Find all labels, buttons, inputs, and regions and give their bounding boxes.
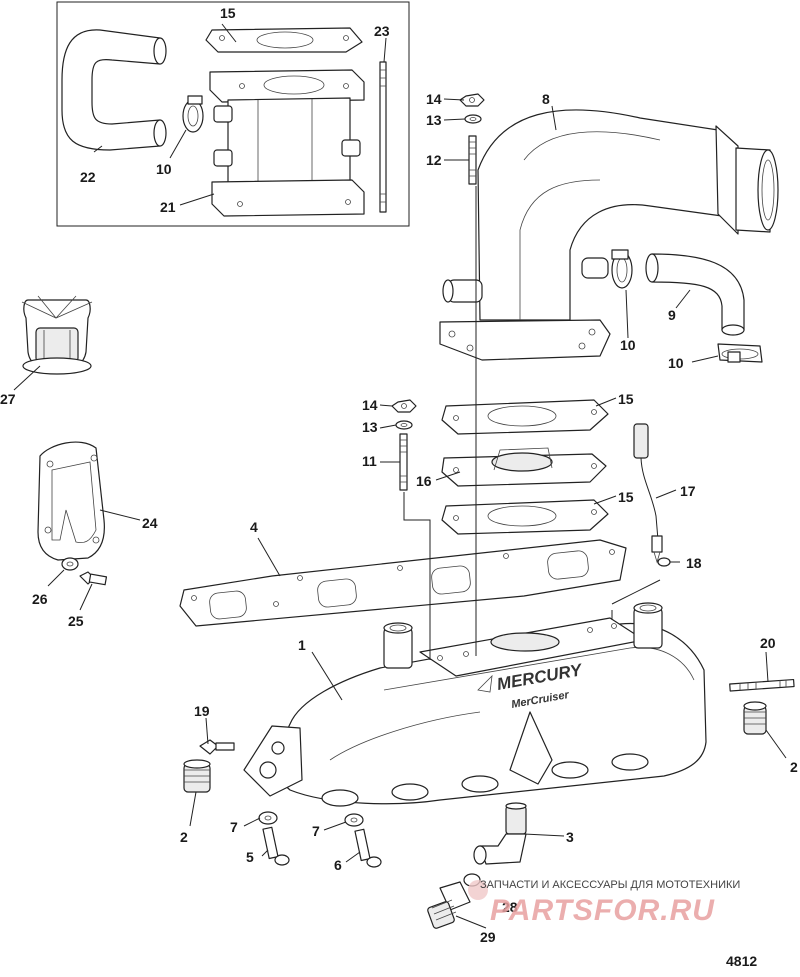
part-elbow-8 bbox=[439, 109, 779, 361]
callout-23: 23 bbox=[374, 23, 390, 39]
callout-6: 6 bbox=[334, 857, 342, 873]
part-manifold-1 bbox=[243, 617, 707, 807]
callout-20: 20 bbox=[760, 635, 776, 651]
part-manifold-neck-right bbox=[633, 602, 663, 649]
callout-27: 27 bbox=[0, 391, 16, 407]
callout-7: 7 bbox=[312, 823, 320, 839]
part-clamp-10-lower bbox=[717, 343, 763, 363]
callout-7: 7 bbox=[230, 819, 238, 835]
part-gasket-15-lower bbox=[441, 499, 609, 535]
part-gasket-15-inset bbox=[205, 27, 363, 53]
watermark-logo-text: PARTSFOR.RU bbox=[490, 894, 715, 927]
callout-13: 13 bbox=[426, 112, 442, 128]
part-restrictor-16 bbox=[441, 447, 607, 487]
callout-2: 2 bbox=[790, 759, 798, 775]
callout-25: 25 bbox=[68, 613, 84, 629]
callout-15: 15 bbox=[220, 5, 236, 21]
callout-11: 11 bbox=[362, 453, 377, 469]
part-screw-19 bbox=[199, 739, 235, 755]
callout-14: 14 bbox=[362, 397, 378, 413]
inset-box bbox=[56, 1, 410, 227]
callout-8: 8 bbox=[542, 91, 550, 107]
part-washer-26 bbox=[61, 557, 79, 571]
callout-1: 1 bbox=[298, 637, 306, 653]
part-washer-13-lower bbox=[395, 420, 413, 430]
callout-15: 15 bbox=[618, 391, 634, 407]
callout-22: 22 bbox=[80, 169, 96, 185]
part-plug-2-right bbox=[743, 701, 767, 735]
part-washer-7-left bbox=[258, 811, 278, 825]
figure-number: 4812 bbox=[726, 953, 757, 969]
part-sensor-17 bbox=[633, 423, 663, 564]
callout-19: 19 bbox=[194, 703, 210, 719]
callout-labels: 15 23 14 8 13 12 22 10 21 27 9 10 10 14 … bbox=[0, 5, 798, 945]
part-stud-11 bbox=[399, 433, 408, 491]
callout-14: 14 bbox=[426, 91, 442, 107]
callout-4: 4 bbox=[250, 519, 258, 535]
callout-24: 24 bbox=[142, 515, 158, 531]
callout-16: 16 bbox=[416, 473, 432, 489]
part-washer-13-upper bbox=[464, 114, 482, 124]
callout-9: 9 bbox=[668, 307, 676, 323]
part-screw-6 bbox=[354, 828, 382, 868]
callout-10: 10 bbox=[668, 355, 684, 371]
part-screw-5 bbox=[262, 826, 290, 866]
watermark-logo-mark bbox=[468, 880, 488, 900]
part-stud-20 bbox=[729, 678, 795, 692]
part-screw-25 bbox=[79, 571, 108, 586]
part-clamp-10-inset bbox=[182, 95, 204, 133]
callout-13: 13 bbox=[362, 419, 378, 435]
part-oring-18 bbox=[657, 557, 671, 567]
callout-21: 21 bbox=[160, 199, 176, 215]
part-washer-7-right bbox=[344, 813, 364, 827]
callout-18: 18 bbox=[686, 555, 702, 571]
callout-10: 10 bbox=[156, 161, 172, 177]
callout-15: 15 bbox=[618, 489, 634, 505]
part-gasket-15-upper bbox=[441, 399, 609, 435]
watermark-caption: ЗАПЧАСТИ И АКСЕССУАРЫ ДЛЯ МОТОТЕХНИКИ bbox=[480, 879, 740, 891]
callout-3: 3 bbox=[566, 829, 574, 845]
part-plug-2-left bbox=[183, 759, 211, 793]
alignment-lines bbox=[403, 186, 661, 660]
callout-2: 2 bbox=[180, 829, 188, 845]
callout-17: 17 bbox=[680, 483, 696, 499]
callout-26: 26 bbox=[32, 591, 48, 607]
watermark: ЗАПЧАСТИ И АКСЕССУАРЫ ДЛЯ МОТОТЕХНИКИ PA… bbox=[468, 879, 740, 927]
callout-12: 12 bbox=[426, 152, 442, 168]
part-clamp-10-upper bbox=[611, 249, 633, 289]
part-fitting-3 bbox=[473, 802, 527, 865]
part-fitting-29 bbox=[427, 881, 471, 929]
part-stud-12 bbox=[468, 135, 477, 185]
part-hose-22 bbox=[61, 29, 167, 151]
callout-10: 10 bbox=[620, 337, 636, 353]
part-nut-14-lower bbox=[391, 399, 417, 413]
leader-lines bbox=[13, 23, 787, 929]
part-gasket-plate-24 bbox=[37, 441, 105, 561]
callout-28: 28 bbox=[502, 899, 518, 915]
callout-29: 29 bbox=[480, 929, 496, 945]
part-valve-27 bbox=[21, 295, 93, 375]
part-hose-9 bbox=[645, 253, 745, 336]
part-manifold-neck-left bbox=[383, 622, 413, 669]
part-adapter-21 bbox=[209, 69, 365, 217]
part-stud-23 bbox=[379, 61, 387, 213]
callout-5: 5 bbox=[246, 849, 254, 865]
part-gasket-4 bbox=[179, 539, 627, 627]
